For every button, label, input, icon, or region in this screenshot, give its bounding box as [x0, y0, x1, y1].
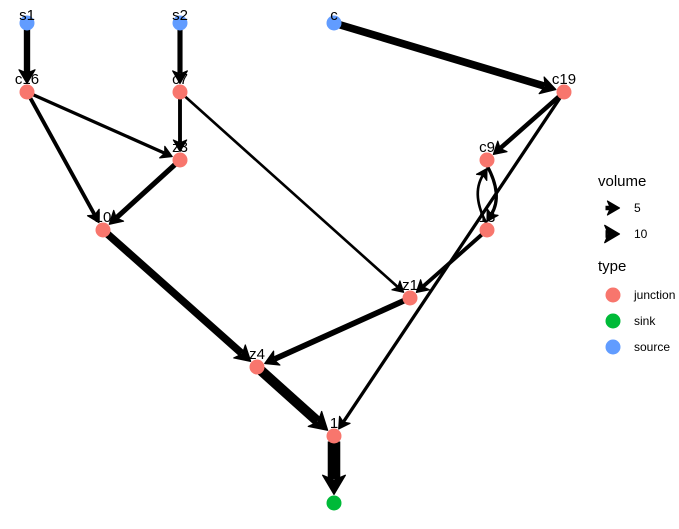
node-label-s2: s2 — [172, 7, 188, 24]
node-c — [326, 15, 342, 31]
legend-type-swatch-source — [605, 339, 621, 355]
legend-type-title: type — [598, 258, 626, 275]
legend-type-label: junction — [633, 288, 675, 302]
node-c19 — [556, 84, 572, 100]
legend-type-label: sink — [634, 314, 656, 328]
edge-z3-j10-line — [115, 161, 178, 220]
edge-z1-z4 — [264, 297, 407, 366]
node-label-c: c — [330, 7, 338, 24]
legend-volume-label: 10 — [634, 227, 648, 241]
legend-volume-items: 5 10 — [604, 200, 648, 244]
legend-volume-title: volume — [598, 173, 646, 190]
edge-c16-j10-arrowhead — [86, 208, 100, 224]
node-label-c16: c16 — [15, 71, 39, 88]
node-s2 — [172, 15, 188, 31]
edge-s2-c7 — [172, 28, 188, 85]
edge-c9-j13-line — [485, 164, 498, 215]
edge-c7-z1-line — [183, 94, 399, 288]
node-label-z1: z1 — [402, 277, 418, 294]
node-label-j10: 10 — [95, 209, 112, 226]
edge-c7-z3 — [172, 97, 188, 153]
edge-z3-j10-arrowhead — [108, 209, 125, 225]
label-layer: s1 s2 c c16 c7 c19 z3 c9 10 13 z1 z4 1 — [15, 7, 576, 432]
edge-s1-c16 — [18, 28, 36, 85]
node-label-c19: c19 — [552, 71, 576, 88]
edge-j13-z1 — [415, 232, 485, 293]
edge-c19-c9-arrowhead — [492, 140, 508, 155]
edge-c16-z3-line — [31, 92, 165, 155]
node-z1 — [402, 290, 418, 306]
edge-z1-z4-line — [273, 297, 407, 362]
legend-type-label: source — [634, 340, 670, 354]
legend: volume 5 10 type junction sink source — [598, 173, 675, 355]
legend-type-swatch-sink — [605, 313, 621, 329]
edge-c7-z1 — [183, 94, 405, 293]
node-layer — [19, 15, 572, 511]
edge-c-c19-arrowhead — [538, 76, 557, 95]
edge-c9-j13 — [485, 164, 499, 223]
node-c7 — [172, 84, 188, 100]
edge-s2-c7-arrowhead — [172, 70, 188, 85]
legend-volume-arrow-5-arrowhead — [606, 200, 621, 216]
edge-c-c19-line — [338, 20, 546, 90]
edge-c9-j13-arrowhead — [486, 208, 499, 223]
legend-volume-arrow-5 — [605, 200, 621, 216]
node-label-c7: c7 — [172, 71, 188, 88]
edge-c-c19 — [338, 20, 557, 95]
node-label-j1: 1 — [330, 415, 338, 432]
edge-c16-j10 — [27, 95, 100, 224]
legend-volume-arrow-10 — [604, 224, 621, 244]
edge-c16-j10-line — [27, 95, 97, 216]
edge-j13-z1-line — [421, 232, 485, 288]
edge-c19-c9 — [492, 93, 562, 155]
edge-j13-c9-line — [476, 174, 489, 226]
edge-c19-c9-line — [499, 93, 562, 150]
edge-j10-z4-arrowhead — [233, 344, 252, 362]
node-c9 — [479, 152, 495, 168]
node-label-c9: c9 — [479, 139, 495, 156]
edge-layer — [18, 20, 563, 496]
node-z4 — [249, 359, 265, 375]
legend-volume-label: 5 — [634, 201, 641, 215]
legend-type-swatch-junction — [605, 287, 621, 303]
edge-z4-j1 — [257, 366, 329, 431]
edge-z4-j1-arrowhead — [307, 410, 329, 431]
node-c16 — [19, 84, 35, 100]
node-label-j13: 13 — [479, 209, 496, 226]
edge-c16-z3 — [31, 92, 173, 159]
node-s1 — [19, 15, 35, 31]
edge-c7-z1-arrowhead — [391, 280, 405, 293]
edge-z3-j10 — [108, 161, 178, 225]
node-label-s1: s1 — [19, 7, 35, 24]
edge-z1-z4-arrowhead — [264, 350, 281, 366]
edge-s1-c16-arrowhead — [18, 69, 36, 85]
node-sink — [326, 495, 342, 511]
edge-j1-sink — [321, 441, 347, 496]
node-j1 — [326, 428, 342, 444]
edge-c7-z3-arrowhead — [172, 139, 188, 153]
edge-j13-z1-arrowhead — [415, 279, 430, 293]
node-label-z4: z4 — [249, 346, 265, 363]
node-j10 — [95, 222, 111, 238]
edge-j13-c9 — [475, 167, 489, 226]
node-z3 — [172, 152, 188, 168]
edge-j1-sink-arrowhead — [321, 474, 347, 496]
edge-j10-z4 — [104, 230, 252, 362]
legend-volume-arrow-10-arrowhead — [604, 224, 621, 244]
edge-c16-z3-arrowhead — [159, 145, 173, 159]
node-j13 — [479, 222, 495, 238]
edge-c19-j1-arrowhead — [338, 415, 351, 430]
legend-type-items: junction sink source — [605, 287, 675, 355]
edge-z4-j1-line — [257, 366, 321, 425]
edge-j10-z4-line — [104, 230, 245, 357]
node-label-z3: z3 — [172, 139, 188, 156]
edge-j13-c9-arrowhead — [475, 167, 488, 182]
